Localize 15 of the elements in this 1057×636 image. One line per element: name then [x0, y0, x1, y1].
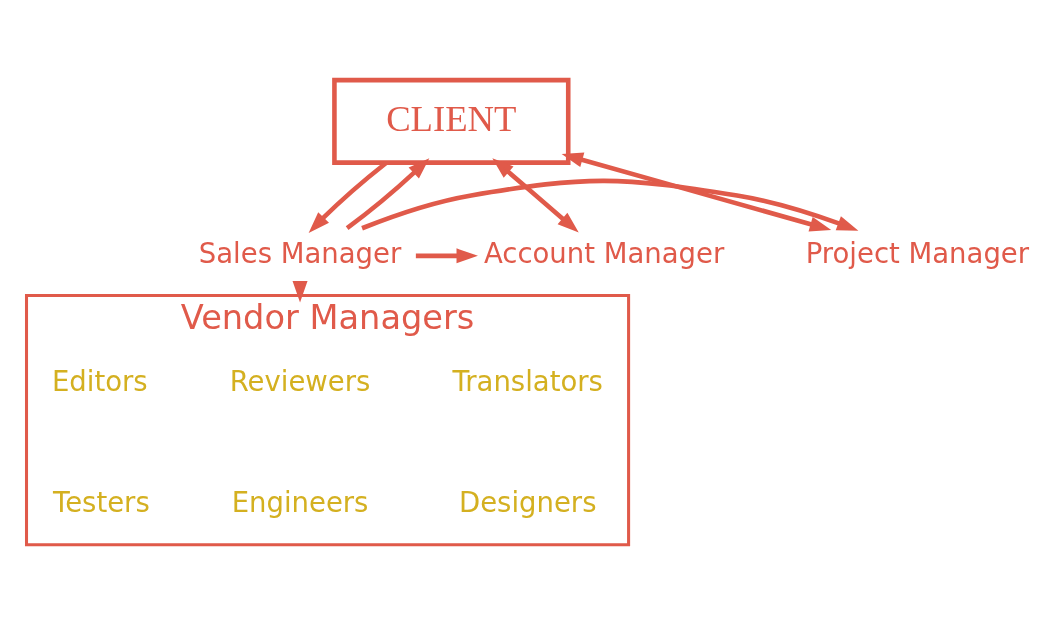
node-text: Editors: [52, 364, 148, 397]
node-text: Testers: [53, 485, 150, 518]
node-text: Reviewers: [229, 364, 371, 397]
arrow: [415, 247, 478, 263]
arrow: [561, 152, 832, 231]
arrow: [361, 178, 859, 231]
node-text: Project Manager: [805, 236, 1030, 269]
node-text: Engineers: [231, 485, 369, 518]
node-text: Sales Manager: [198, 236, 402, 269]
node-text: Translators: [452, 364, 603, 397]
node-box: CLIENT: [332, 77, 571, 165]
node-text: Designers: [458, 485, 597, 518]
node-text: Account Manager: [483, 236, 725, 269]
arrow: [345, 157, 430, 230]
arrow: [492, 157, 579, 232]
